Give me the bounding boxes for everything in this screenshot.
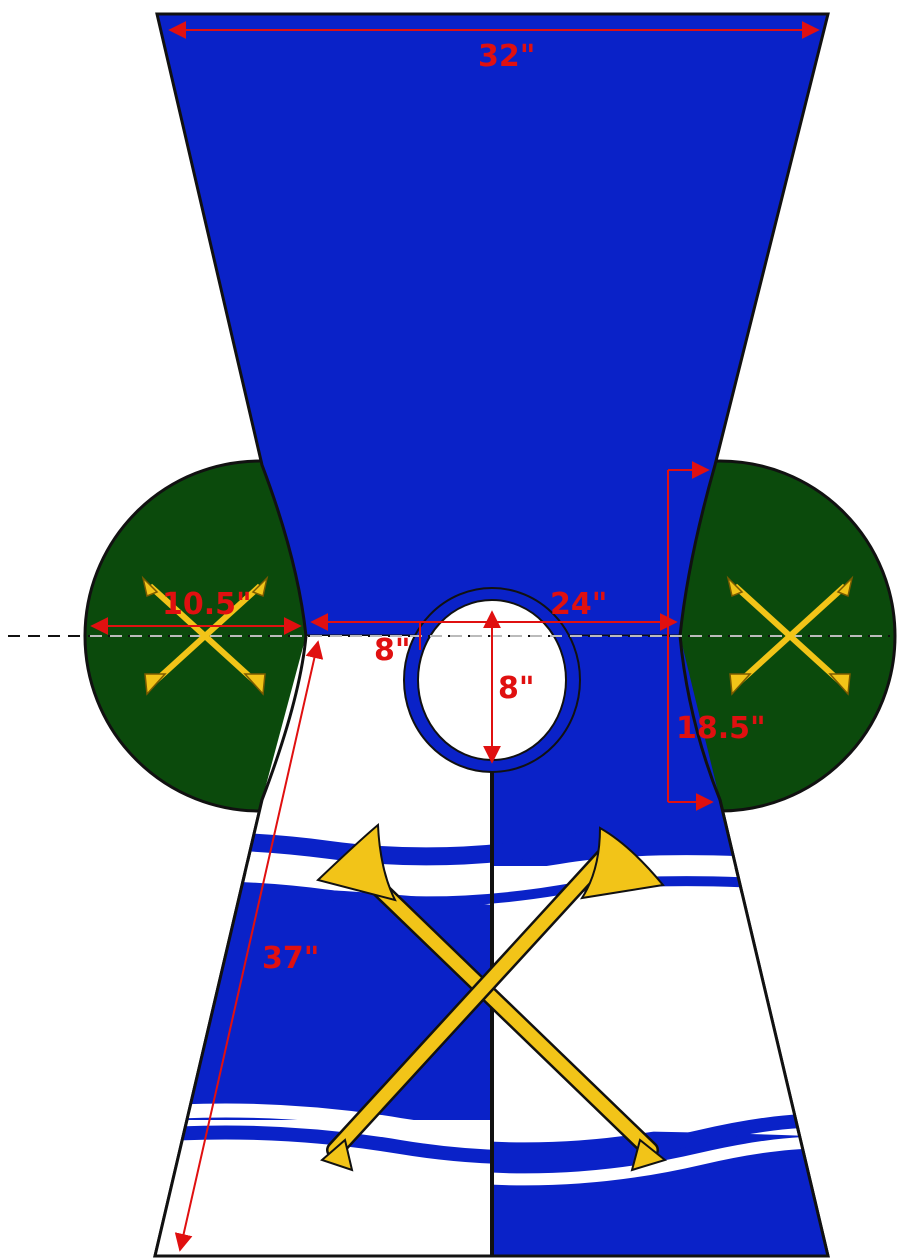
dimension-lines: [90, 21, 820, 1252]
label-neck-half-width: 24": [550, 587, 607, 622]
label-hole-offset: 8": [374, 633, 411, 668]
label-side-circle-diameter: 10.5": [162, 587, 252, 622]
label-hole-height: 8": [498, 671, 535, 706]
crossed-trumpets-icon: [726, 575, 854, 696]
label-side-height: 18.5": [676, 711, 766, 746]
label-body-length: 37": [262, 941, 319, 976]
crossed-trumpets-icon: [316, 822, 668, 1172]
label-top-width: 32": [478, 39, 535, 74]
